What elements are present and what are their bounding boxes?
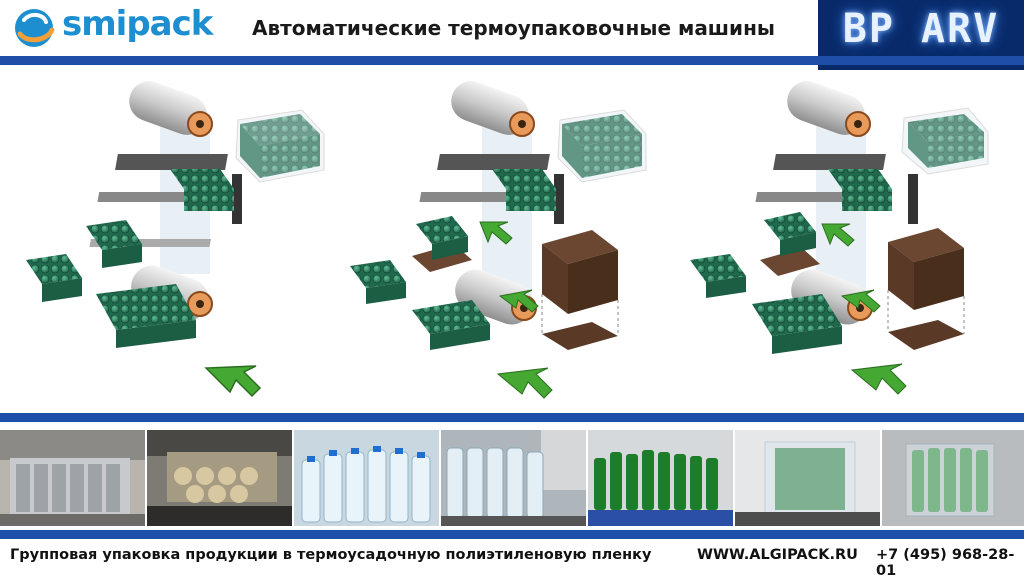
- machine-diagram-tray-2: [690, 81, 989, 395]
- photo-wrapped-cans: [0, 430, 145, 526]
- photo-green-bottles-wrapped: [735, 430, 880, 526]
- photo-green-bottles-pack: [882, 430, 1024, 526]
- photo-water-bottles: [294, 430, 439, 526]
- photo-water-bottles-machine: [441, 430, 586, 526]
- machine-diagram-tray: [350, 81, 647, 399]
- film-roll-top-icon: [129, 81, 213, 137]
- divider-bottom: [0, 530, 1024, 539]
- website-link[interactable]: WWW.ALGIPACK.RU: [697, 547, 858, 563]
- flow-arrow-icon: [821, 223, 907, 395]
- photo-strip: [0, 430, 1024, 526]
- machine-diagram-film: [26, 81, 325, 398]
- footer: Групповая упаковка продукции в термоусад…: [0, 539, 1024, 579]
- phone-number[interactable]: +7 (495) 968-28-01: [876, 547, 1015, 579]
- flow-arrow-icon: [479, 221, 553, 399]
- page-title: Автоматические термоупаковочные машины: [252, 16, 775, 40]
- tray-stack-icon: [887, 228, 965, 350]
- smipack-logo-icon: [15, 9, 55, 47]
- film-roll-top-icon: [451, 81, 535, 137]
- divider-top: [0, 56, 1024, 65]
- photo-green-bottles: [588, 430, 733, 526]
- footer-description: Групповая упаковка продукции в термоусад…: [10, 547, 652, 563]
- film-roll-top-icon: [787, 81, 871, 137]
- photo-cans-conveyor: [147, 430, 292, 526]
- flow-arrow-icon: [204, 365, 262, 398]
- brand-name: smipack: [62, 4, 213, 44]
- tray-stack-icon: [541, 230, 619, 350]
- model-name: BP ARV: [842, 6, 1000, 52]
- divider-middle: [0, 413, 1024, 422]
